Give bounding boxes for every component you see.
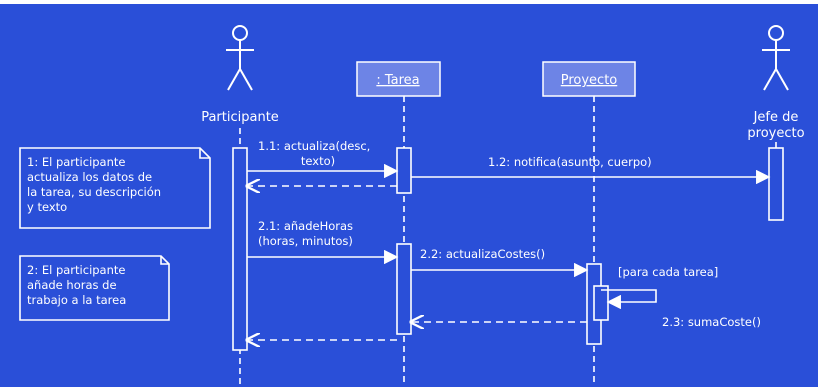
note-1-line-3: la tarea, su descripción (27, 185, 161, 199)
actor-jefe-label-line1: Jefe de (753, 110, 799, 125)
note-1-line-4: y texto (27, 200, 67, 214)
object-tarea: : Tarea (356, 61, 441, 97)
activation-jefe (768, 147, 784, 221)
actor-jefe-head (768, 25, 784, 41)
message-1-1-label-line1: 1.1: actualiza(desc, (258, 139, 370, 153)
actor-jefe-leg-right (775, 68, 789, 91)
note-2: 2: El participante añade horas de trabaj… (19, 255, 170, 321)
message-1-1-label-line2: texto) (301, 154, 335, 168)
guard-label: [para cada tarea] (618, 265, 718, 279)
message-2-1-label-line2: (horas, minutos) (258, 234, 353, 248)
actor-participante-label: Participante (201, 110, 279, 125)
actor-participante-leg-right (239, 68, 253, 91)
message-1-2-label: 1.2: notifica(asunto, cuerpo) (488, 155, 652, 169)
object-proyecto: Proyecto (542, 61, 636, 97)
note-2-line-3: trabajo a la tarea (27, 293, 126, 307)
message-2-3-label: 2.3: sumaCoste() (662, 315, 761, 329)
activation-participante (232, 147, 248, 351)
note-2-line-2: añade horas de (27, 278, 117, 292)
message-2-1-label-line1: 2.1: añadeHoras (258, 219, 353, 233)
actor-participante (226, 25, 254, 91)
note-1-line-1: 1: El participante (27, 155, 125, 169)
actor-participante-head (232, 25, 248, 41)
activation-tarea-2 (396, 243, 412, 335)
object-proyecto-label: Proyecto (561, 73, 618, 88)
actor-participante-leg-left (227, 68, 241, 91)
object-tarea-label: : Tarea (376, 73, 419, 88)
message-2-3-self (601, 289, 657, 310)
note-2-line-1: 2: El participante (27, 263, 125, 277)
note-1-line-2: actualiza los datos de (27, 170, 152, 184)
note-1: 1: El participante actualiza los datos d… (19, 147, 211, 229)
activation-proyecto-nested (593, 285, 609, 321)
actor-jefe-label-line2: proyecto (747, 126, 804, 141)
object-proyecto-box (542, 61, 636, 97)
actor-jefe-leg-left (763, 68, 777, 91)
activation-tarea-1 (396, 147, 412, 194)
message-2-2-label: 2.2: actualizaCostes() (420, 247, 545, 261)
actor-jefe (762, 25, 790, 91)
object-tarea-box (356, 61, 441, 97)
